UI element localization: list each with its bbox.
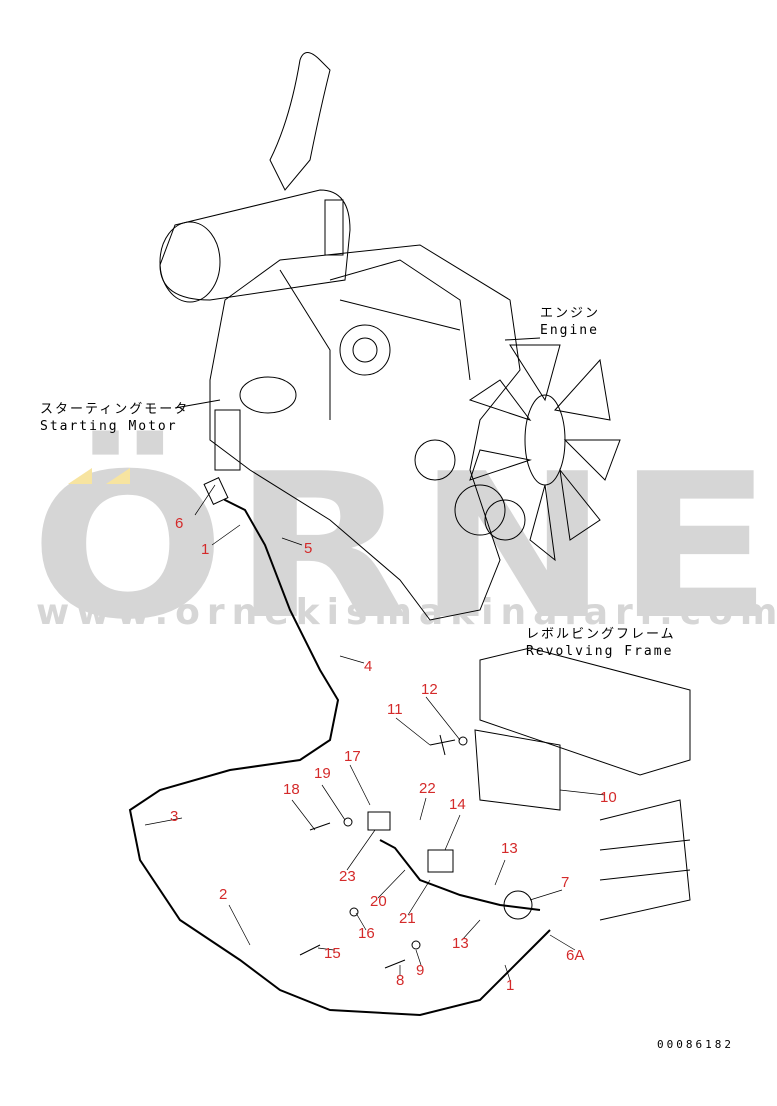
callout: 5 — [304, 540, 313, 557]
bolts-drawing — [299, 734, 533, 969]
callout: 12 — [421, 681, 438, 698]
callout: 16 — [358, 925, 375, 942]
callout: 23 — [339, 868, 356, 885]
starting-motor-label-en: Starting Motor — [40, 418, 178, 434]
callout: 15 — [324, 945, 341, 962]
callout: 11 — [387, 701, 403, 718]
revolving-frame-label-jp: レボルビングフレーム — [526, 627, 676, 642]
callout: 7 — [561, 874, 570, 891]
callout: 6A — [566, 947, 585, 964]
engine-label-en: Engine — [540, 322, 599, 338]
callout: 17 — [344, 748, 361, 765]
callout: 3 — [170, 808, 179, 825]
harness-drawing — [128, 476, 551, 1017]
callout: 20 — [370, 893, 387, 910]
drawing-number: 00086182 — [657, 1038, 734, 1051]
callout: 10 — [600, 789, 617, 806]
leader-lines — [144, 484, 606, 981]
callout: 2 — [219, 886, 228, 903]
callout: 1 — [506, 977, 515, 994]
callout: 13 — [501, 840, 518, 857]
engine-drawing — [159, 52, 621, 621]
watermark-logo: ÖRNEK — [30, 431, 777, 664]
callout: 21 — [399, 910, 416, 927]
callout: 6 — [175, 515, 184, 532]
callout: 18 — [283, 781, 300, 798]
fan-drawing — [468, 344, 621, 562]
watermark-accent-icon — [68, 468, 130, 484]
callout: 4 — [364, 658, 373, 675]
starting-motor-label-jp: スターティングモータ — [40, 402, 190, 417]
callout: 13 — [452, 935, 469, 952]
frame-drawing — [474, 647, 691, 921]
watermark-url: www.ornekismakinalari.com.tr — [36, 592, 777, 633]
revolving-frame-label-en: Revolving Frame — [526, 643, 674, 659]
callout: 1 — [201, 541, 210, 558]
callout: 8 — [396, 972, 405, 989]
engine-label-jp: エンジン — [540, 306, 601, 321]
callout: 14 — [449, 796, 466, 813]
callout: 22 — [419, 780, 436, 797]
callout: 9 — [416, 962, 425, 979]
callout: 19 — [314, 765, 331, 782]
